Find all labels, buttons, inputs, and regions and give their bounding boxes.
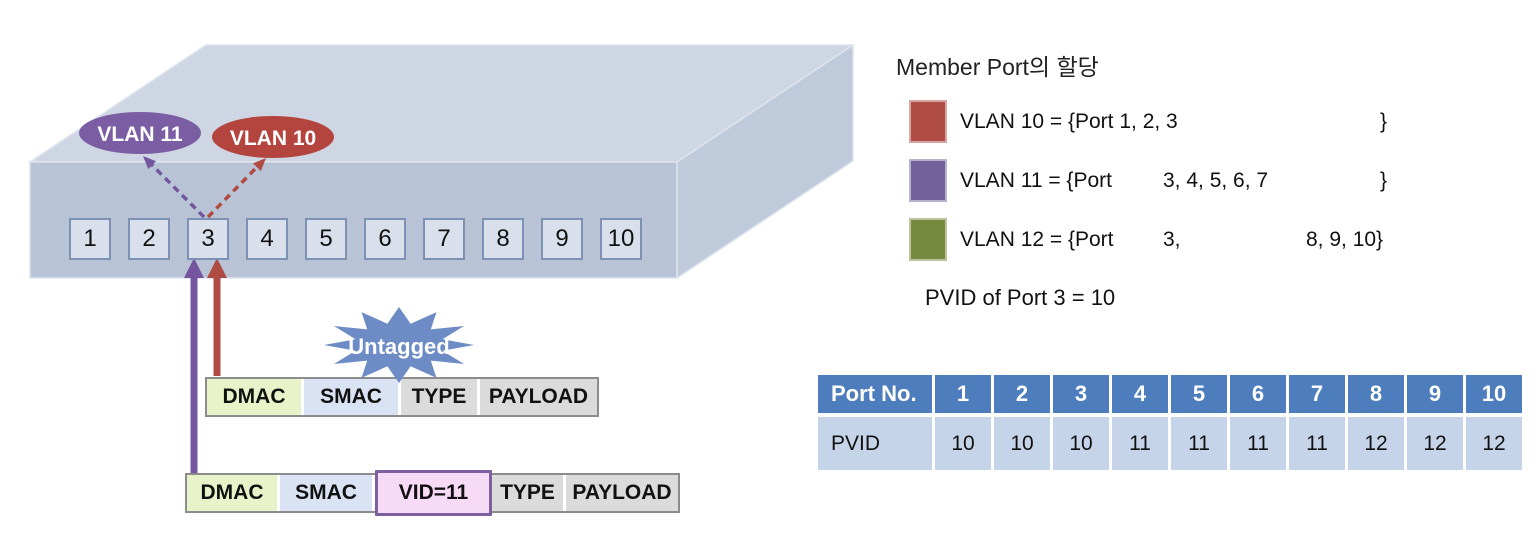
- pvid-table-header-cell: 10: [1466, 375, 1522, 413]
- vlan11-dashed-arrow: [143, 156, 206, 219]
- switch-port: 3: [187, 218, 229, 260]
- switch-port: 1: [69, 218, 111, 260]
- pvid-table-cell: 12: [1348, 417, 1404, 470]
- frame-field: VID=11: [375, 470, 492, 516]
- frame-field: SMAC: [304, 379, 401, 415]
- switch-port: 5: [305, 218, 347, 260]
- switch-port: 8: [482, 218, 524, 260]
- pvid-table-header-cell: 7: [1289, 375, 1345, 413]
- pvid-table-header-cell: 1: [935, 375, 991, 413]
- pvid-table-header-cell: Port No.: [818, 375, 932, 413]
- pvid-table-cell: 12: [1466, 417, 1522, 470]
- pvid-note: PVID of Port 3 = 10: [925, 285, 1116, 310]
- pvid-table-cell: 10: [1053, 417, 1109, 470]
- frame-field: DMAC: [207, 379, 304, 415]
- legend-text-segment: 3, 4, 5, 6, 7: [1163, 169, 1269, 192]
- legend-row: VLAN 11 = {Port 3, 4, 5, 6, 7}: [909, 159, 1429, 203]
- pvid-table-cell: 11: [1112, 417, 1168, 470]
- frame-field: PAYLOAD: [480, 379, 597, 415]
- vlan11-bubble-label: VLAN 11: [97, 123, 183, 146]
- switch-port: 2: [128, 218, 170, 260]
- switch-port: 9: [541, 218, 583, 260]
- legend-text-segment: VLAN 11 = {Port: [960, 169, 1112, 192]
- untagged-burst-shape: [324, 307, 474, 383]
- legend-text-segment: }: [1380, 110, 1388, 133]
- switch-port: 7: [423, 218, 465, 260]
- frame-field: TYPE: [492, 475, 566, 511]
- vlan10-swatch: [909, 100, 947, 143]
- vlan10-bubble: [212, 116, 334, 158]
- frame-field: DMAC: [187, 475, 280, 511]
- vlan10-bubble-label: VLAN 10: [230, 127, 316, 150]
- pvid-table-header-cell: 5: [1171, 375, 1227, 413]
- legend-text-segment: 8, 9, 10}: [1306, 228, 1384, 251]
- vlan10-dashed-arrow: [206, 158, 266, 219]
- pvid-table-header-cell: 6: [1230, 375, 1286, 413]
- untagged-burst-label: Untagged: [348, 334, 449, 359]
- pvid-table-header-cell: 4: [1112, 375, 1168, 413]
- pvid-table-cell: 11: [1289, 417, 1345, 470]
- vlan11-swatch: [909, 159, 947, 202]
- switch-port: 6: [364, 218, 406, 260]
- tagged-frame-arrow: [184, 258, 204, 473]
- frame-field: SMAC: [280, 475, 375, 511]
- untagged-burst: Untagged: [324, 307, 474, 383]
- pvid-table-header-cell: 9: [1407, 375, 1463, 413]
- pvid-table-header-cell: 8: [1348, 375, 1404, 413]
- switch-port: 4: [246, 218, 288, 260]
- pvid-table-cell: 10: [935, 417, 991, 470]
- switch-port: 10: [600, 218, 642, 260]
- vlan11-bubble: [79, 112, 201, 154]
- frame-field: PAYLOAD: [566, 475, 678, 511]
- pvid-table-cell: 10: [994, 417, 1050, 470]
- legend-text-segment: 3,: [1163, 228, 1181, 251]
- legend-row: VLAN 10 = {Port 1, 2, 3}: [909, 100, 1429, 144]
- legend-text-segment: }: [1380, 169, 1388, 192]
- pvid-table-header-cell: 2: [994, 375, 1050, 413]
- legend-row: VLAN 12 = {Port 3, 8, 9, 10}: [909, 218, 1429, 262]
- pvid-table-cell: 12: [1407, 417, 1463, 470]
- legend-title: Member Port의 할당: [896, 54, 1099, 80]
- pvid-table-cell: 11: [1230, 417, 1286, 470]
- vlan12-swatch: [909, 218, 947, 261]
- frame-field: TYPE: [401, 379, 480, 415]
- pvid-table-row-label: PVID: [818, 417, 932, 470]
- legend-text-segment: VLAN 12 = {Port: [960, 228, 1114, 251]
- untagged-frame-arrow: [207, 258, 227, 376]
- pvid-table-header-cell: 3: [1053, 375, 1109, 413]
- legend-text-segment: VLAN 10 = {Port 1, 2, 3: [960, 110, 1178, 133]
- pvid-table-cell: 11: [1171, 417, 1227, 470]
